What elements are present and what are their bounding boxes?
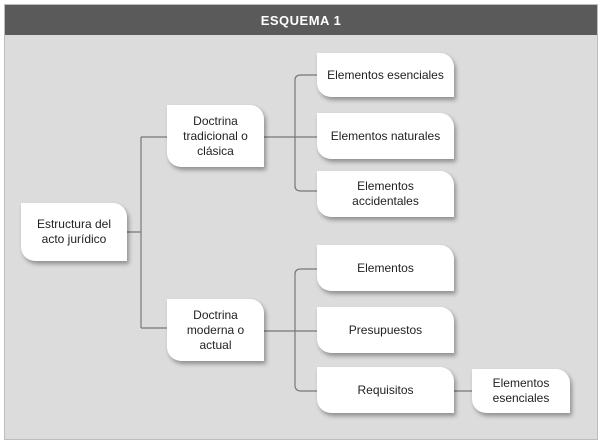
- leaf-node-elementos-esenciales: Elementos esenciales: [472, 369, 570, 413]
- child-node-elementos-esenciales: Elementos esenciales: [317, 53, 454, 97]
- child-node-elementos: Elementos: [317, 245, 454, 291]
- connector-lines: [127, 74, 472, 392]
- child-node-elementos-accidentales: Elementos accidentales: [317, 171, 454, 217]
- child-node-elementos-naturales: Elementos naturales: [317, 113, 454, 159]
- branch-node-moderna: Doctrina moderna o actual: [167, 299, 264, 361]
- diagram-title: ESQUEMA 1: [5, 5, 597, 35]
- child-node-presupuestos: Presupuestos: [317, 307, 454, 353]
- branch-node-tradicional: Doctrina tradicional o clásica: [167, 105, 264, 167]
- connector-branch1-children: [264, 74, 317, 192]
- child-node-requisitos: Requisitos: [317, 367, 454, 413]
- connector-root-to-branches: [127, 136, 167, 329]
- root-node: Estructura del acto jurídico: [21, 203, 127, 261]
- connector-branch2-children: [264, 268, 317, 392]
- diagram-frame: ESQUEMA 1 Estructura del acto jurídico D…: [4, 4, 598, 440]
